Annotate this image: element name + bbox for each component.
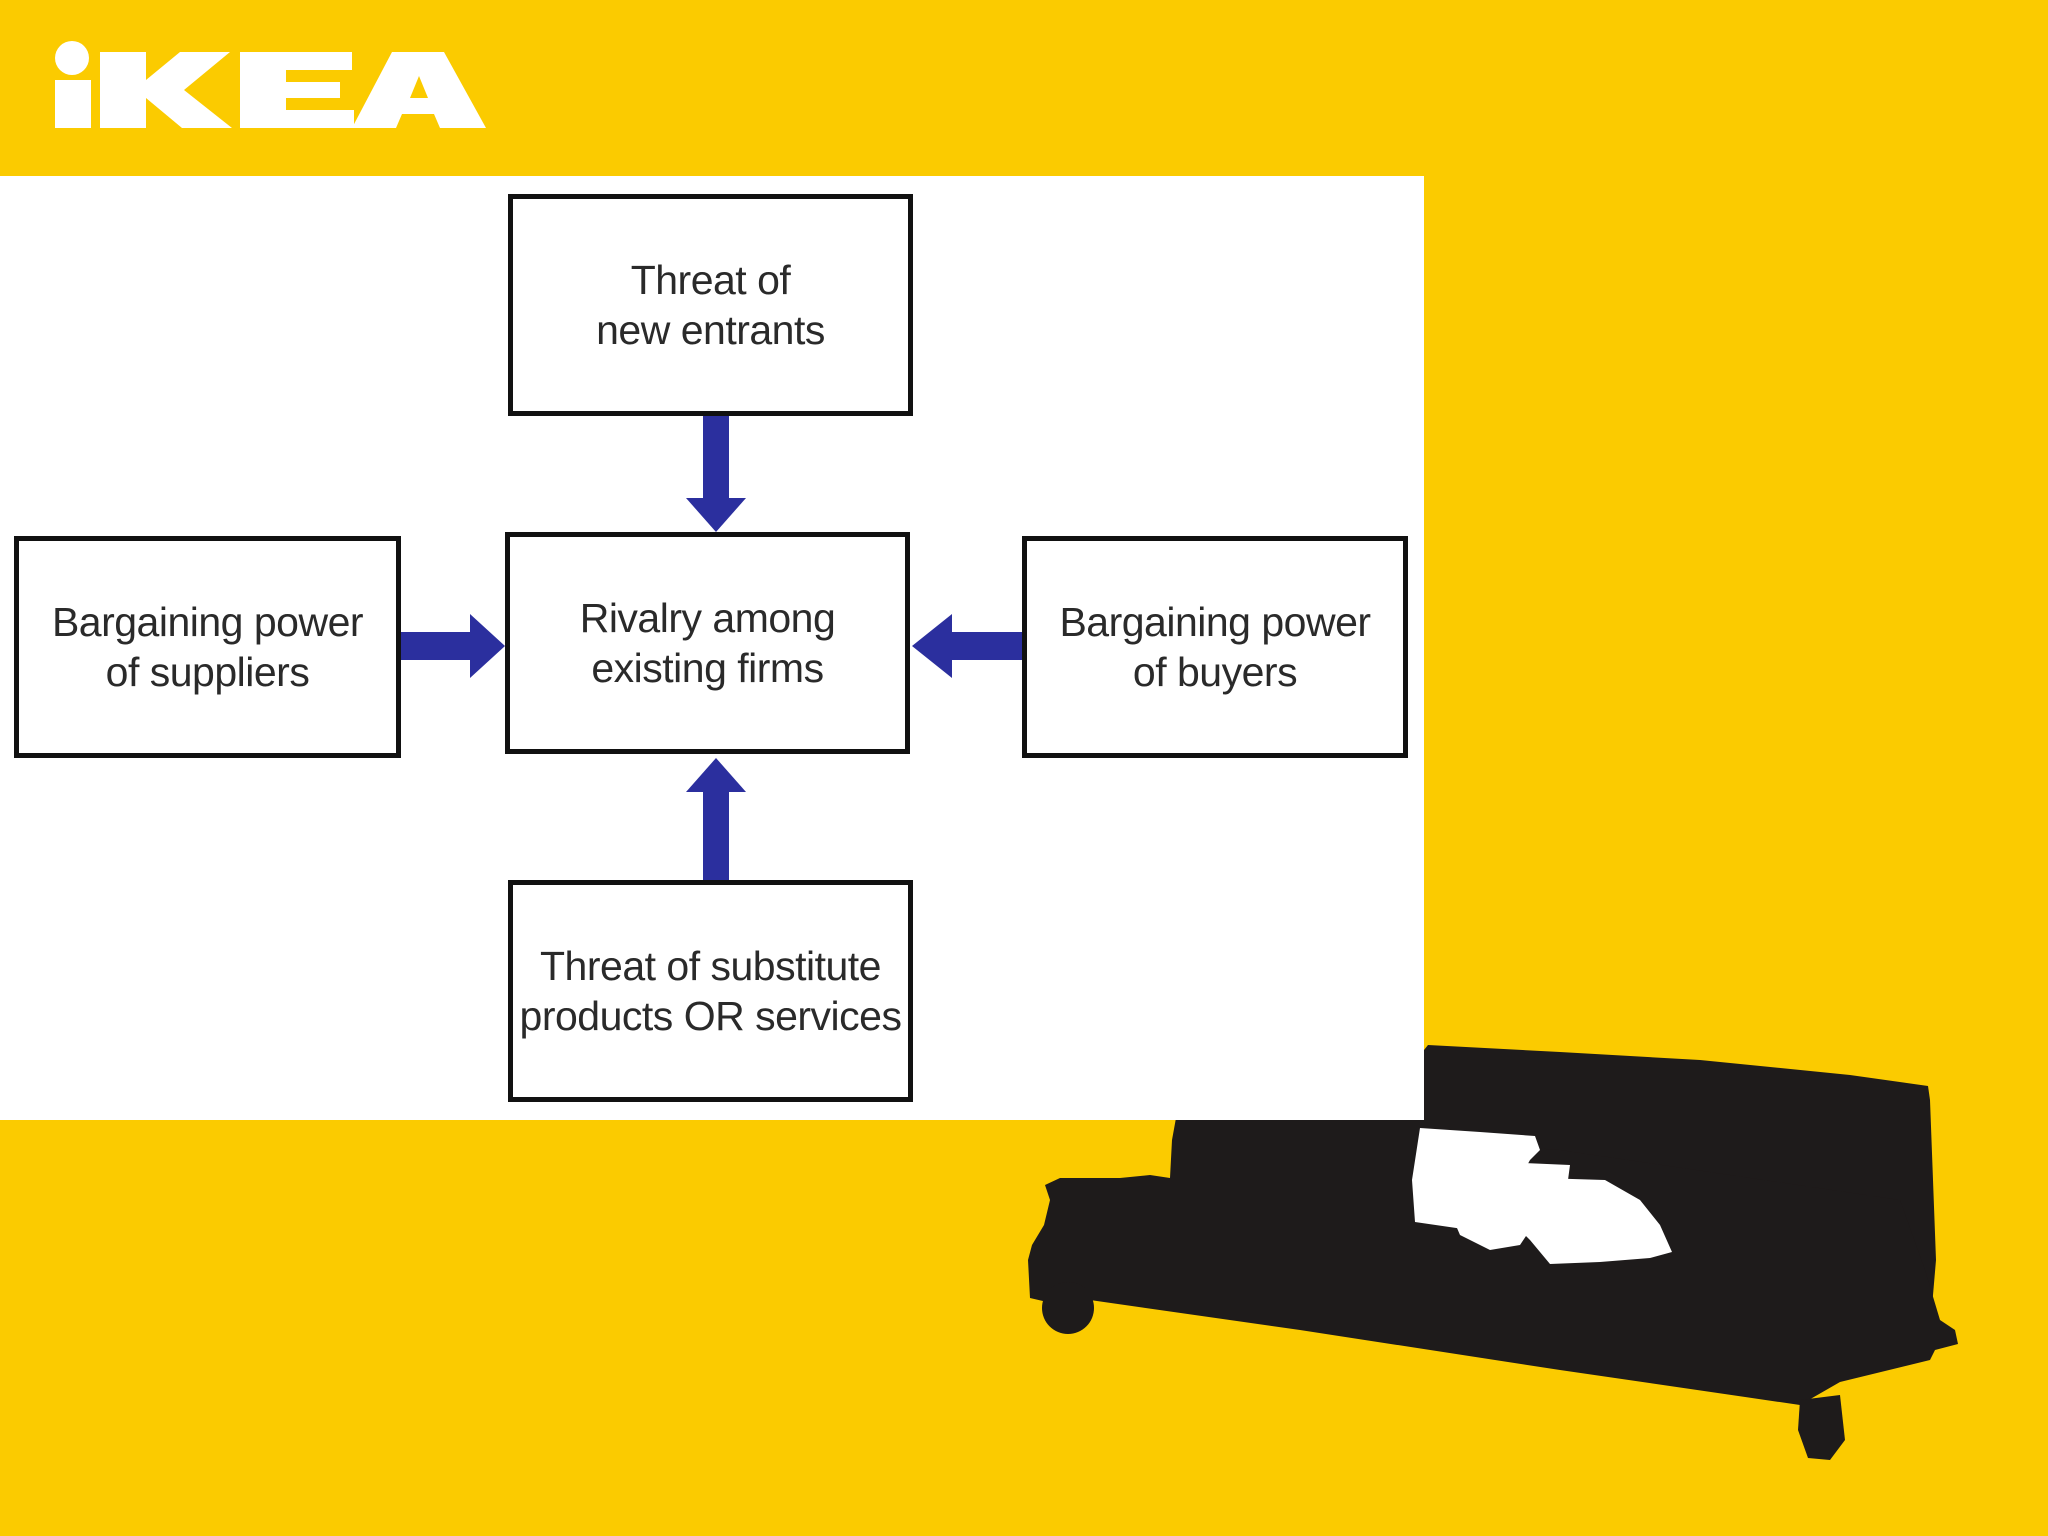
arrow-left-icon bbox=[912, 614, 1022, 678]
arrow-up-icon bbox=[686, 758, 746, 880]
box-threat-of-substitutes: Threat of substitute products OR service… bbox=[508, 880, 913, 1102]
box-label: Threat of substitute products OR service… bbox=[519, 943, 902, 1039]
box-label: Rivalry among existing firms bbox=[579, 595, 836, 691]
box-bargaining-power-of-buyers: Bargaining power of buyers bbox=[1022, 536, 1408, 758]
box-bargaining-power-of-suppliers: Bargaining power of suppliers bbox=[14, 536, 401, 758]
box-rivalry-among-existing-firms: Rivalry among existing firms bbox=[505, 532, 910, 754]
ikea-logo bbox=[55, 41, 486, 128]
box-label: Bargaining power of suppliers bbox=[51, 599, 364, 695]
five-forces-diagram: Threat of new entrants Bargaining power … bbox=[0, 176, 1424, 1120]
box-threat-of-new-entrants: Threat of new entrants bbox=[508, 194, 913, 416]
arrow-down-icon bbox=[686, 416, 746, 532]
diagram-arrows-layer bbox=[401, 416, 1022, 880]
box-label: Bargaining power of buyers bbox=[1059, 599, 1371, 695]
box-label: Threat of new entrants bbox=[596, 257, 825, 353]
sofa-silhouette-icon bbox=[1028, 1045, 1958, 1460]
arrow-right-icon bbox=[401, 614, 505, 678]
